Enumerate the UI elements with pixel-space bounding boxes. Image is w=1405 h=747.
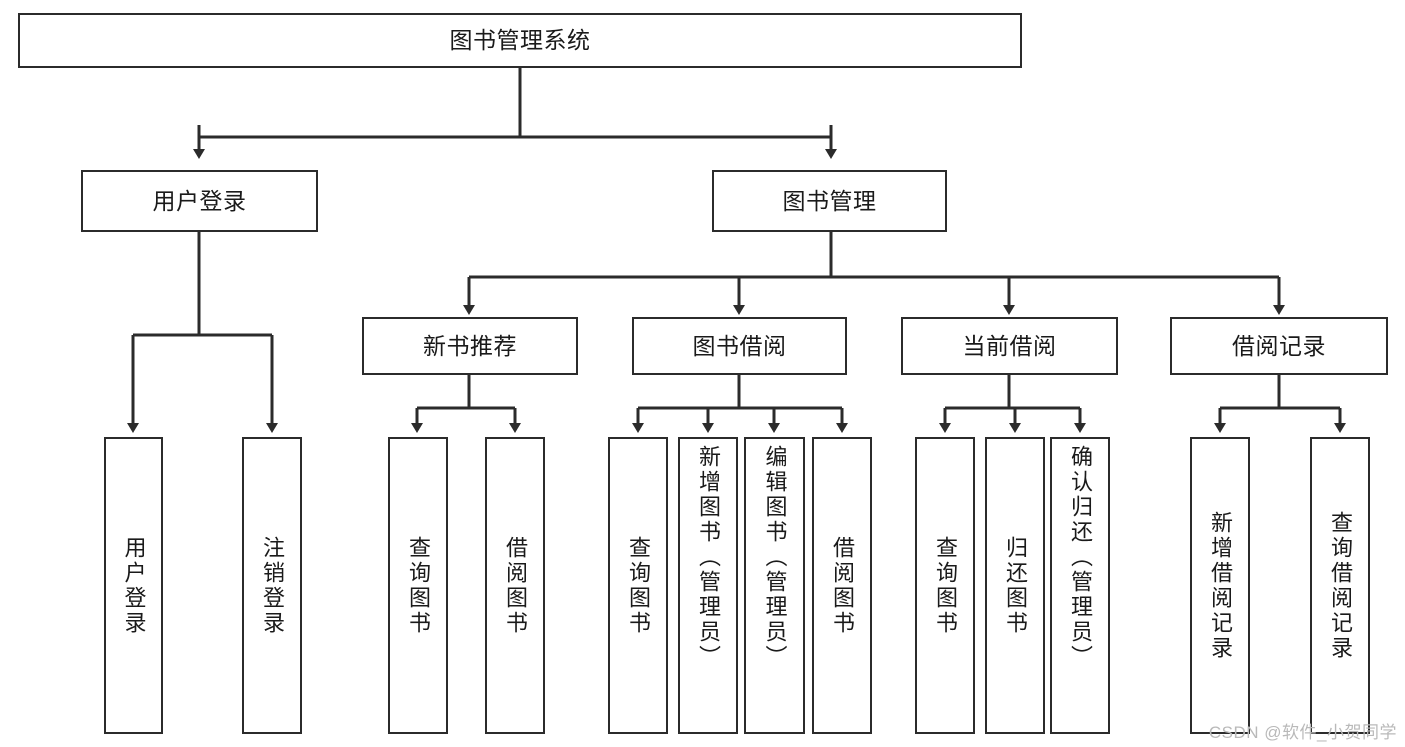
node-book-borrow-label: 图书借阅 bbox=[692, 332, 787, 359]
node-borrow-record[interactable]: 借阅记录 bbox=[1170, 317, 1388, 375]
node-leaf-query-record-label: 查询借阅记录 bbox=[1328, 510, 1353, 661]
node-root-label: 图书管理系统 bbox=[449, 27, 591, 54]
node-book-borrow[interactable]: 图书借阅 bbox=[632, 317, 847, 375]
node-leaf-borrow-book-1[interactable]: 借阅图书 bbox=[485, 437, 545, 734]
node-borrow-record-label: 借阅记录 bbox=[1232, 332, 1326, 359]
node-leaf-query-book-2[interactable]: 查询图书 bbox=[608, 437, 668, 734]
node-new-book-rec-label: 新书推荐 bbox=[423, 332, 517, 359]
node-leaf-add-record[interactable]: 新增借阅记录 bbox=[1190, 437, 1250, 734]
node-leaf-query-book-1[interactable]: 查询图书 bbox=[388, 437, 448, 734]
node-user-login-label: 用户登录 bbox=[152, 187, 247, 214]
node-leaf-user-logout[interactable]: 注销登录 bbox=[242, 437, 302, 734]
node-leaf-return-book-label: 归还图书 bbox=[1003, 535, 1028, 636]
node-new-book-rec[interactable]: 新书推荐 bbox=[362, 317, 578, 375]
node-leaf-borrow-book-2-label: 借阅图书 bbox=[830, 535, 855, 636]
node-leaf-edit-book[interactable]: 编辑图书（管理员） bbox=[744, 437, 805, 734]
node-book-manage-label: 图书管理 bbox=[782, 187, 877, 214]
node-current-borrow[interactable]: 当前借阅 bbox=[901, 317, 1118, 375]
node-leaf-edit-book-label: 编辑图书（管理员） bbox=[762, 445, 788, 670]
node-leaf-return-book[interactable]: 归还图书 bbox=[985, 437, 1045, 734]
node-leaf-confirm-return[interactable]: 确认归还（管理员） bbox=[1050, 437, 1110, 734]
node-leaf-query-book-3-label: 查询图书 bbox=[933, 535, 958, 636]
node-leaf-borrow-book-1-label: 借阅图书 bbox=[503, 535, 528, 636]
node-user-login[interactable]: 用户登录 bbox=[81, 170, 318, 232]
node-leaf-add-record-label: 新增借阅记录 bbox=[1208, 510, 1233, 661]
node-current-borrow-label: 当前借阅 bbox=[962, 332, 1057, 359]
node-leaf-user-login-label: 用户登录 bbox=[121, 535, 147, 636]
node-leaf-query-book-3[interactable]: 查询图书 bbox=[915, 437, 975, 734]
node-leaf-user-logout-label: 注销登录 bbox=[260, 535, 285, 636]
node-leaf-query-book-1-label: 查询图书 bbox=[406, 535, 431, 636]
node-leaf-add-book[interactable]: 新增图书（管理员） bbox=[678, 437, 738, 734]
node-leaf-borrow-book-2[interactable]: 借阅图书 bbox=[812, 437, 872, 734]
node-root[interactable]: 图书管理系统 bbox=[18, 13, 1022, 68]
node-leaf-query-book-2-label: 查询图书 bbox=[626, 535, 651, 636]
node-leaf-query-record[interactable]: 查询借阅记录 bbox=[1310, 437, 1370, 734]
node-leaf-user-login[interactable]: 用户登录 bbox=[104, 437, 163, 734]
node-book-manage[interactable]: 图书管理 bbox=[712, 170, 947, 232]
node-leaf-add-book-label: 新增图书（管理员） bbox=[696, 445, 721, 670]
node-leaf-confirm-return-label: 确认归还（管理员） bbox=[1068, 445, 1093, 670]
